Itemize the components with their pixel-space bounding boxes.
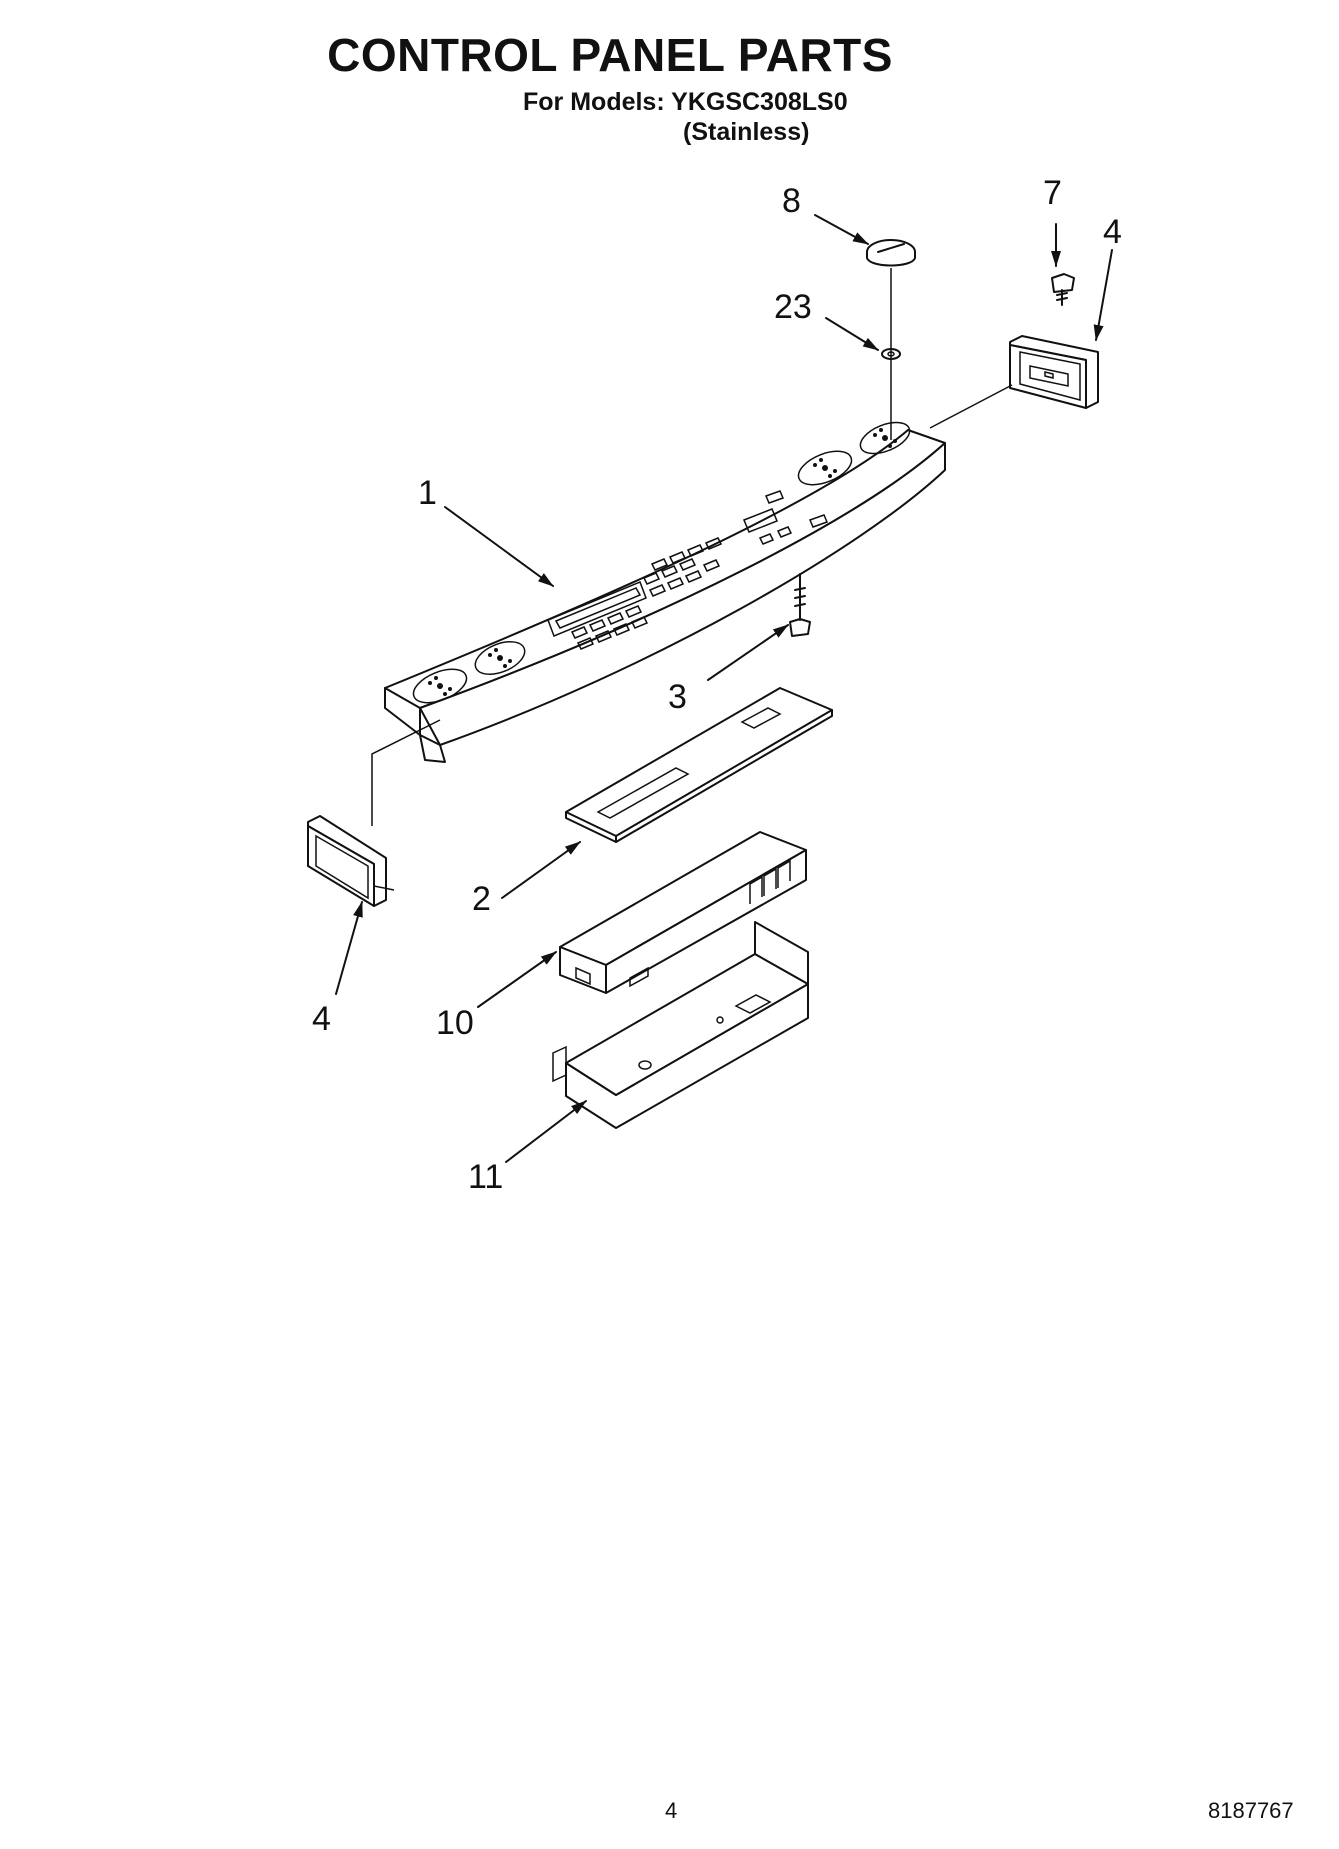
left-end-leader	[371, 719, 441, 826]
overlay-part-2	[565, 687, 833, 843]
display-window	[547, 581, 647, 637]
screw-part-3	[789, 573, 811, 637]
callout-11: 11	[468, 1158, 503, 1196]
callout-4-left: 4	[312, 1000, 331, 1038]
page-number: 4	[665, 1798, 678, 1823]
callout-2: 2	[472, 880, 491, 918]
end-cap-right-part-4	[1009, 335, 1099, 409]
callout-23: 23	[774, 288, 812, 326]
keypad	[570, 490, 829, 650]
housing-part-11	[552, 921, 809, 1129]
burner-graphic-1	[412, 668, 468, 704]
end-cap-left-part-4	[307, 815, 395, 907]
right-end-leader	[929, 384, 1013, 429]
screw-part-7	[1051, 273, 1075, 306]
control-board-part-10	[559, 831, 807, 994]
callout-8: 8	[782, 182, 801, 220]
callout-3: 3	[668, 678, 687, 716]
variant-line: (Stainless)	[683, 118, 810, 146]
knob-part-8	[866, 239, 916, 267]
burner-graphic-4	[859, 421, 911, 455]
callout-7: 7	[1043, 174, 1062, 212]
page-title: CONTROL PANEL PARTS	[327, 29, 893, 81]
burner-graphic-2	[474, 641, 526, 675]
control-panel-part-1	[384, 421, 946, 763]
models-line: For Models: YKGSC308LS0	[523, 88, 848, 116]
callout-1: 1	[418, 474, 437, 512]
document-number: 8187767	[1208, 1798, 1294, 1823]
callout-arrows	[335, 214, 1113, 1163]
callout-4-right: 4	[1103, 213, 1122, 251]
callout-10: 10	[436, 1004, 474, 1042]
burner-graphic-3	[797, 450, 853, 486]
